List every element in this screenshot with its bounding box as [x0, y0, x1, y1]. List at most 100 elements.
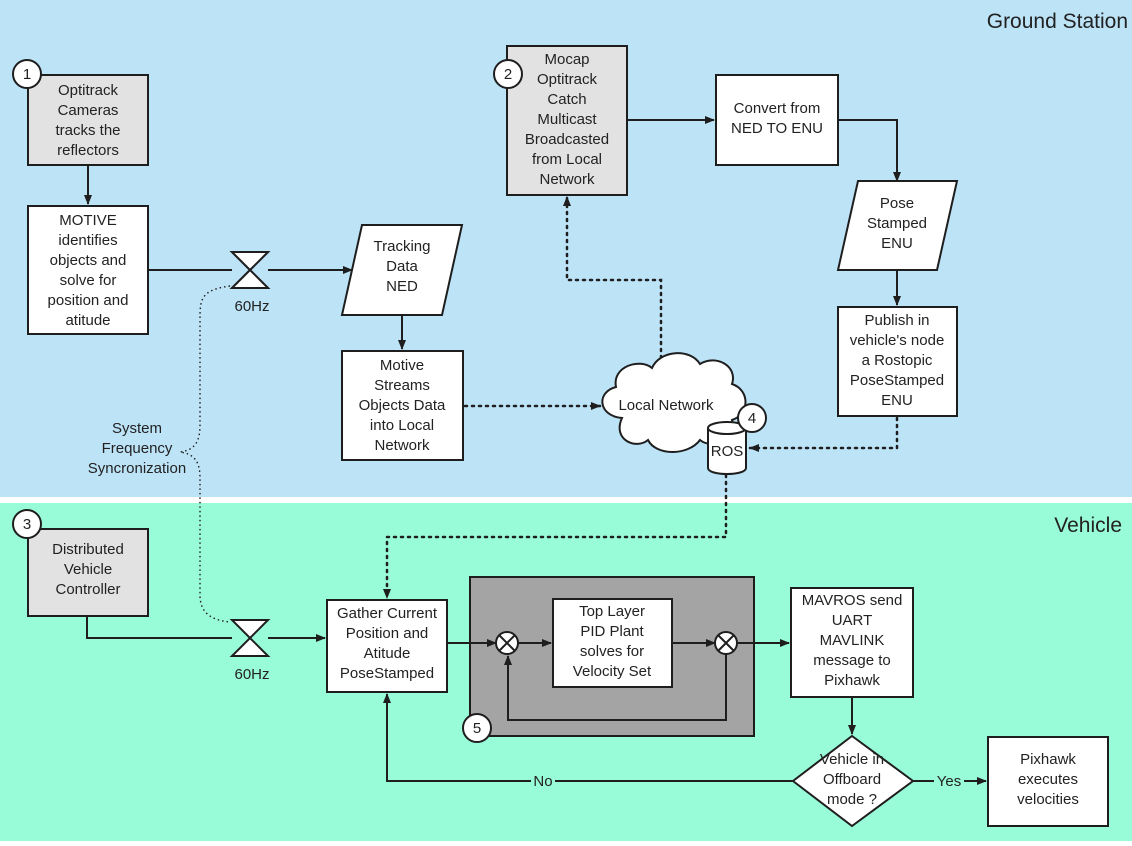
- text-line: Network: [539, 171, 595, 188]
- text-line: Broadcasted: [525, 131, 609, 148]
- text-line: MAVLINK: [820, 632, 885, 649]
- badge-1-label: 1: [23, 66, 31, 83]
- text-line: ROS: [711, 443, 744, 460]
- sync-connector: [179, 285, 231, 623]
- badge-3: 3: [12, 509, 42, 539]
- node-offboard-decision-text: Vehicle in Offboard mode ?: [820, 751, 884, 808]
- edge-decision-gather-no: [383, 693, 793, 782]
- text-line: Data: [386, 258, 418, 275]
- no-label: No: [533, 773, 552, 790]
- text-line: PoseStamped: [340, 665, 434, 682]
- text-line: Position and: [346, 625, 429, 642]
- text-line: MAVROS send: [802, 592, 903, 609]
- text-line: Network: [374, 437, 430, 454]
- text-line: reflectors: [57, 142, 119, 159]
- text-line: ENU: [881, 392, 913, 409]
- text-line: Objects Data: [359, 397, 446, 414]
- edges: [84, 116, 987, 785]
- no-label-bg: [531, 772, 555, 790]
- summing-junction-2: [714, 631, 738, 655]
- edge-feedback-loop: [504, 654, 727, 721]
- text-line: UART: [832, 612, 873, 629]
- text-line: Publish in: [864, 312, 929, 329]
- text-line: NED: [386, 278, 418, 295]
- text-line: Tracking: [374, 238, 431, 255]
- badge-2: 2: [493, 59, 523, 89]
- text-line: ENU: [881, 235, 913, 252]
- text-line: Syncronization: [88, 460, 186, 477]
- text-line: executes: [1018, 771, 1078, 788]
- text-line: Vehicle: [64, 561, 112, 578]
- edge-ros-gather: [383, 473, 728, 600]
- yes-label-bg: [934, 772, 964, 790]
- ros-cylinder: ROS: [707, 421, 747, 475]
- text-line: Vehicle in: [820, 751, 884, 768]
- text-line: PoseStamped: [850, 372, 944, 389]
- vehicle-title: Vehicle: [1054, 514, 1122, 537]
- text-line: vehicle's node: [850, 332, 945, 349]
- text-line: into Local: [370, 417, 434, 434]
- text-line: velocities: [1017, 791, 1079, 808]
- text-line: objects and: [50, 252, 127, 269]
- node-pixhawk-executes-text: Pixhawk executes velocities: [1017, 751, 1079, 808]
- badge-4: 4: [737, 403, 767, 433]
- text-line: from Local: [532, 151, 602, 168]
- yes-label: Yes: [937, 773, 961, 790]
- valve-top-label: 60Hz: [234, 298, 269, 315]
- text-line: solve for: [60, 272, 117, 289]
- text-line: Catch: [547, 91, 586, 108]
- edge-convert-pose: [838, 119, 901, 182]
- text-line: Gather Current: [337, 605, 438, 622]
- text-line: Frequency: [102, 440, 173, 457]
- node-offboard-decision: Vehicle in Offboard mode ?: [791, 734, 915, 828]
- text-line: PID Plant: [580, 623, 644, 640]
- text-line: atitude: [65, 312, 110, 329]
- text-line: Pose: [880, 195, 914, 212]
- valve-bottom: [229, 619, 271, 657]
- text-line: Pixhawk: [1020, 751, 1076, 768]
- edge-network-mocap: [563, 195, 663, 360]
- dotted-edges: [383, 195, 899, 600]
- text-line: Optitrack: [58, 82, 119, 99]
- text-line: Controller: [55, 581, 120, 598]
- text-line: solves for: [580, 643, 644, 660]
- text-line: position and: [48, 292, 129, 309]
- text-line: Distributed: [52, 541, 124, 558]
- text-line: mode ?: [827, 791, 877, 808]
- text-line: MOTIVE: [59, 212, 117, 229]
- text-line: System: [112, 420, 162, 437]
- valve-bottom-label: 60Hz: [234, 666, 269, 683]
- text-line: Multicast: [537, 111, 597, 128]
- node-pixhawk-executes: Pixhawk executes velocities: [987, 736, 1109, 827]
- badge-3-label: 3: [23, 516, 31, 533]
- text-line: Pixhawk: [824, 672, 880, 689]
- text-line: Offboard: [823, 771, 881, 788]
- text-line: Convert from: [734, 100, 821, 117]
- text-line: Atitude: [364, 645, 411, 662]
- text-line: Streams: [374, 377, 430, 394]
- text-line: Top Layer: [579, 603, 645, 620]
